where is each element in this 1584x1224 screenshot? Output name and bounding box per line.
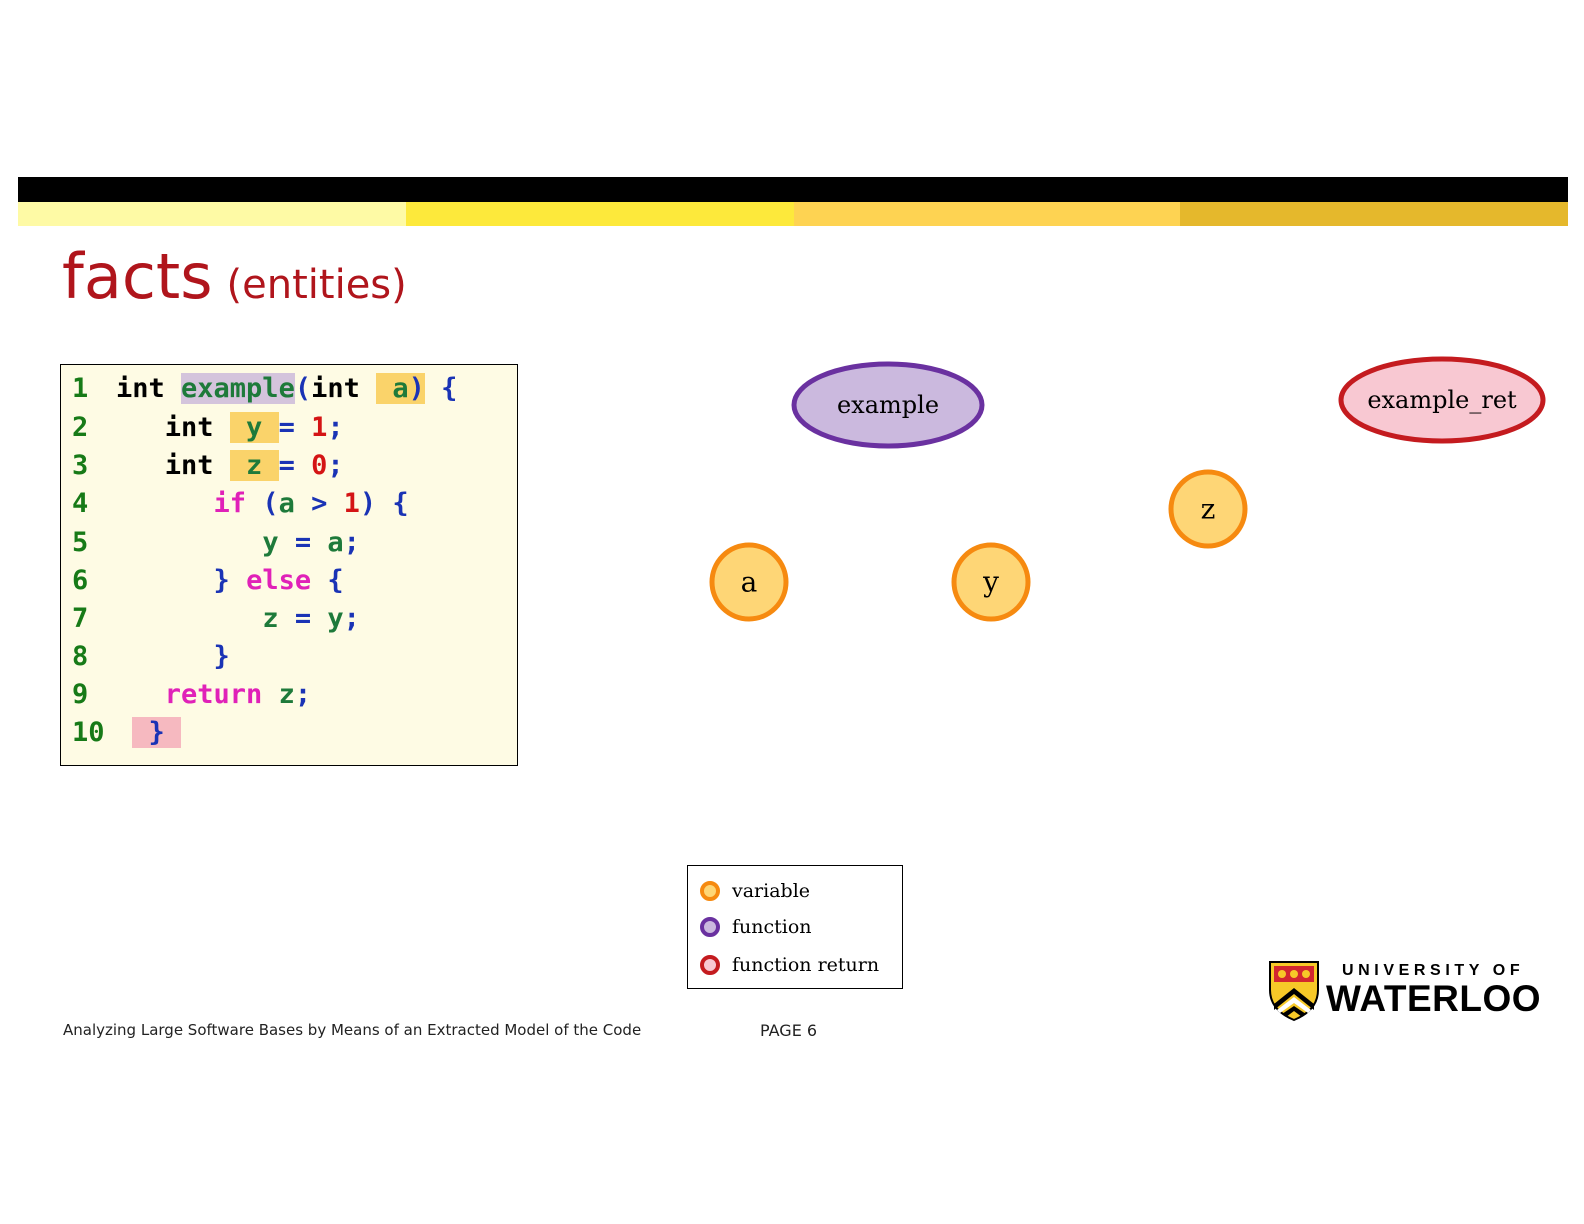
code-token: a xyxy=(327,527,344,558)
node-label: a xyxy=(741,566,758,599)
node-label: example xyxy=(837,391,939,419)
code-token: = xyxy=(294,603,328,634)
code-token: { xyxy=(327,565,344,596)
code-token: int xyxy=(116,450,230,481)
code-token: { xyxy=(424,373,458,404)
header-black-bar xyxy=(18,177,1568,202)
line-number: 7 xyxy=(72,603,89,634)
footer-text: Analyzing Large Software Bases by Means … xyxy=(63,1021,642,1039)
legend-label: function xyxy=(732,916,812,938)
line-number: 10 xyxy=(72,717,105,748)
legend-label: variable xyxy=(732,880,811,902)
line-number: 2 xyxy=(72,412,89,443)
node-label: z xyxy=(1201,493,1216,526)
code-token: y xyxy=(327,603,344,634)
code-line: 6 } else { xyxy=(61,562,344,600)
header-stripe-1 xyxy=(18,202,406,226)
legend-item-return: function return xyxy=(700,950,879,980)
code-token: 0 xyxy=(311,450,328,481)
line-number: 5 xyxy=(72,527,89,558)
node-example-ret: example_ret xyxy=(1338,356,1546,444)
code-line: 7 z = y; xyxy=(61,600,360,638)
code-token: } xyxy=(213,641,230,672)
code-token: z xyxy=(278,679,295,710)
highlighted-token: example xyxy=(181,373,295,404)
code-token: > xyxy=(311,488,344,519)
code-token: return xyxy=(164,679,279,710)
highlighted-token: ) xyxy=(408,373,425,404)
node-y: y xyxy=(951,542,1031,622)
title-main: facts xyxy=(62,240,213,313)
node-label: example_ret xyxy=(1367,386,1517,414)
title-sub: (entities) xyxy=(226,262,407,308)
code-token: 1 xyxy=(311,412,328,443)
code-token: int xyxy=(116,373,182,404)
code-token: else xyxy=(246,565,328,596)
slide-title: facts (entities) xyxy=(62,240,407,313)
node-a: a xyxy=(709,542,789,622)
highlighted-token: } xyxy=(132,717,182,748)
code-token: = xyxy=(278,412,312,443)
header-stripe-3 xyxy=(794,202,1180,226)
highlighted-token: y xyxy=(229,412,279,443)
line-number: 9 xyxy=(72,679,89,710)
line-number: 1 xyxy=(72,373,89,404)
legend-swatch xyxy=(700,917,720,937)
code-token: ; xyxy=(327,450,344,481)
code-token: int xyxy=(311,373,377,404)
code-line: 10 } xyxy=(61,714,182,752)
code-line: 2 int y = 1; xyxy=(61,409,344,447)
code-token: ; xyxy=(343,527,360,558)
code-token: ( xyxy=(262,488,279,519)
highlighted-token: z xyxy=(229,450,279,481)
page-number: PAGE 6 xyxy=(760,1021,818,1040)
node-shape xyxy=(791,361,985,449)
code-token: = xyxy=(278,450,312,481)
legend-swatch xyxy=(700,955,720,975)
code-line: 5 y = a; xyxy=(61,524,360,562)
code-line: 3 int z = 0; xyxy=(61,447,344,485)
header-stripe-2 xyxy=(406,202,794,226)
node-z: z xyxy=(1168,469,1248,549)
code-token: int xyxy=(116,412,230,443)
header-stripe-4 xyxy=(1180,202,1568,226)
node-shape xyxy=(951,542,1031,622)
code-line: 9 return z; xyxy=(61,676,311,714)
node-label: y xyxy=(982,566,999,599)
node-shape xyxy=(1338,356,1546,444)
node-shape xyxy=(709,542,789,622)
code-token: ; xyxy=(294,679,312,710)
legend-item-variable: variable xyxy=(700,876,810,906)
logo-university-of: UNIVERSITY OF xyxy=(1342,962,1525,979)
code-token: a xyxy=(278,488,312,519)
code-token: } xyxy=(213,565,247,596)
code-token: ; xyxy=(343,603,360,634)
code-token: if xyxy=(213,488,263,519)
code-token: = xyxy=(294,527,328,558)
code-line: 8 } xyxy=(61,638,230,676)
line-number: 3 xyxy=(72,450,89,481)
code-token: 1 xyxy=(343,488,360,519)
legend-item-function: function xyxy=(700,912,812,942)
legend: variable function function return xyxy=(687,865,903,989)
code-token: ) { xyxy=(359,488,409,519)
node-shape xyxy=(1168,469,1248,549)
logo-waterloo: WATERLOO xyxy=(1326,978,1542,1019)
legend-label: function return xyxy=(732,954,880,976)
code-token: ; xyxy=(327,412,344,443)
line-number: 6 xyxy=(72,565,89,596)
code-token: ( xyxy=(294,373,312,404)
waterloo-shield-logo xyxy=(1269,961,1319,1022)
line-number: 8 xyxy=(72,641,89,672)
legend-swatch xyxy=(700,881,720,901)
code-token: y xyxy=(262,527,295,558)
highlighted-token: a xyxy=(376,373,409,404)
node-example: example xyxy=(791,361,985,449)
code-line: 4 if (a > 1) { xyxy=(61,485,409,523)
line-number: 4 xyxy=(72,488,89,519)
code-token: z xyxy=(262,603,295,634)
